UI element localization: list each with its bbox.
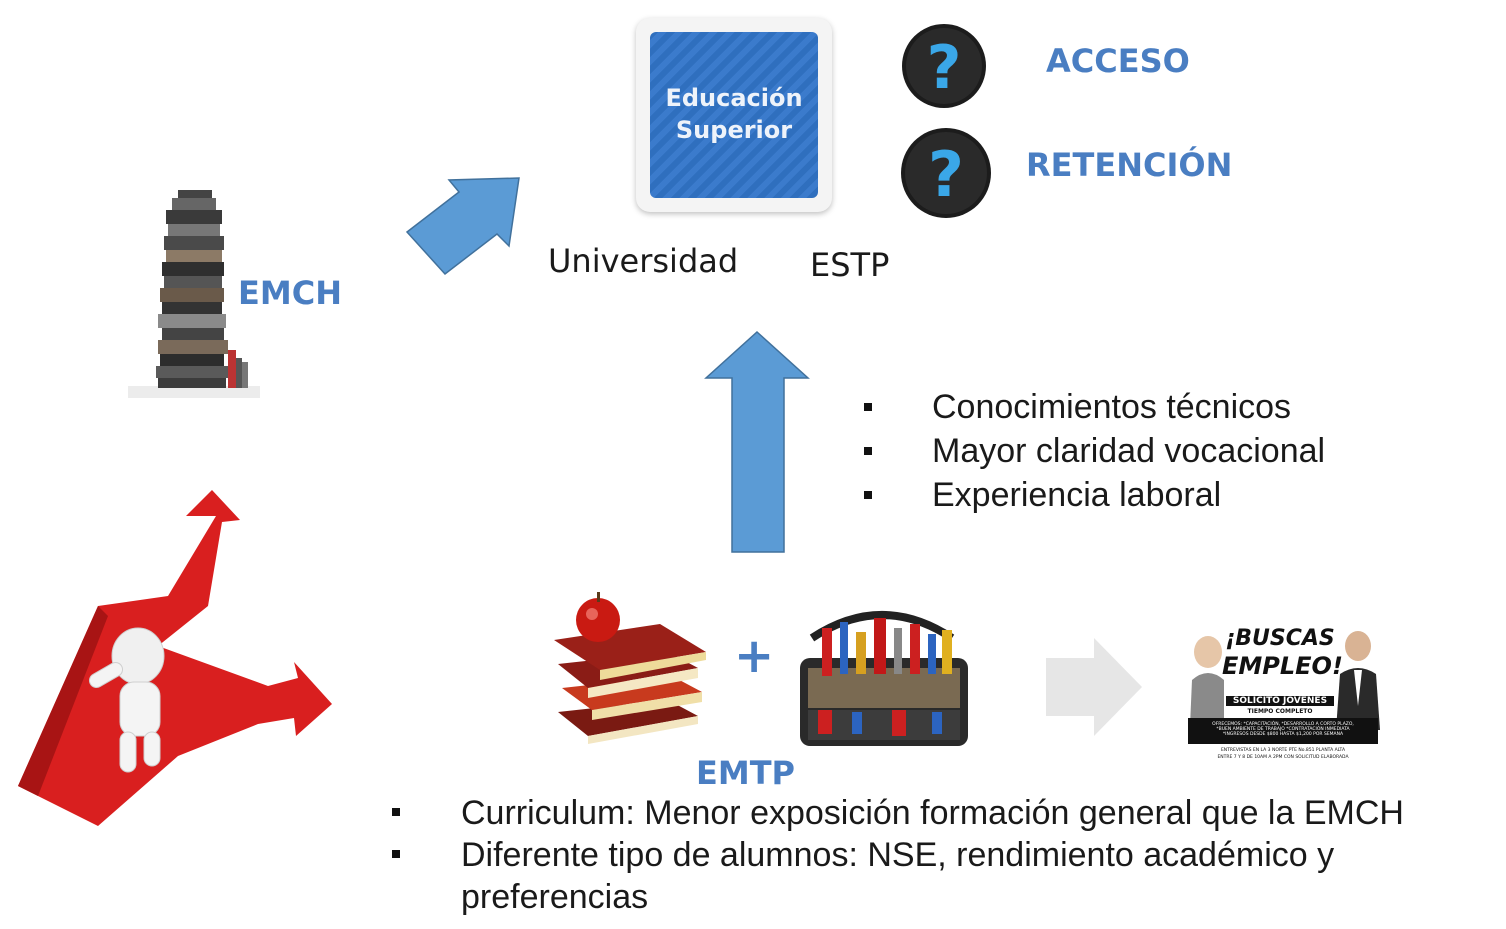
gray-arrow [1046, 638, 1142, 736]
svg-text:?: ? [927, 33, 962, 103]
question-icon: ? [901, 128, 991, 218]
bullet-text: Curriculum: Menor exposición formación g… [461, 794, 1404, 832]
bullet-square [392, 850, 400, 858]
poster-body: OFRECEMOS: *CAPACITACIÓN, *DESARROLLO A … [1212, 722, 1354, 727]
retencion-label: RETENCIÓN [1026, 146, 1233, 184]
list-item: Experiencia laboral [864, 476, 1257, 520]
benefit-text: Experiencia laboral [932, 476, 1222, 514]
educacion-superior-card: Educación Superior [636, 18, 832, 212]
books-apple-image [554, 592, 706, 744]
up-arrow [704, 330, 810, 553]
poster-footer: ENTRE 7 Y 8 DE 10AM A 2PM CON SOLICITUD … [1217, 755, 1349, 760]
poster-headline: ¡BUSCAS [1225, 626, 1335, 651]
educacion-superior-tile: Educación Superior [650, 32, 818, 198]
poster-subhead: TIEMPO COMPLETO [1247, 708, 1313, 715]
poster-body: *BUEN AMBIENTE DE TRABAJO *CONTRATACIÓN … [1216, 727, 1350, 732]
svg-text:?: ? [928, 138, 964, 211]
person-photo-icon [1190, 636, 1224, 726]
estp-label: ESTP [810, 246, 890, 284]
book-stack-image [128, 190, 260, 398]
question-icon: ? [902, 24, 986, 108]
emch-label: EMCH [238, 274, 342, 312]
poster-offer-box: OFRECEMOS: *CAPACITACIÓN, *DESARROLLO A … [1188, 718, 1378, 744]
list-item: Conocimientos técnicos [864, 388, 1291, 432]
bullet-square [864, 491, 872, 499]
edu-card-line1: Educación [665, 84, 803, 112]
poster-subhead: SOLICITO JOVENES [1226, 696, 1334, 706]
list-item: Curriculum: Menor exposición formación g… [392, 794, 1404, 836]
bottom-bullet-list: Curriculum: Menor exposición formación g… [392, 794, 1404, 920]
poster-footer: ENTREVISTAS EN LA 3 NORTE PTE No.851 PLA… [1220, 748, 1346, 753]
tool-bag-image [800, 611, 968, 746]
poster-headline: EMPLEO! [1222, 652, 1343, 680]
bullet-square [392, 808, 400, 816]
plus-sign: + [734, 628, 775, 684]
crossroads-figure-image [8, 490, 332, 840]
emtp-label: EMTP [696, 754, 795, 792]
bullet-text: Diferente tipo de alumnos: NSE, rendimie… [461, 836, 1335, 874]
list-item: Mayor claridad vocacional [864, 432, 1325, 476]
list-item-continuation: preferencias [392, 878, 1335, 920]
bullet-square [864, 403, 872, 411]
person-photo-icon [1336, 631, 1380, 730]
benefit-text: Conocimientos técnicos [932, 388, 1292, 426]
poster-body: *INGRESOS DESDE $800 HASTA $1,200 POR SE… [1222, 732, 1344, 737]
bullet-text: preferencias [461, 878, 649, 916]
diagonal-arrow [405, 177, 520, 276]
job-poster-image: ¡BUSCAS EMPLEO! SOLICITO JOVENES TIEMPO … [1186, 622, 1380, 766]
universidad-label: Universidad [548, 242, 739, 280]
bullet-square [864, 447, 872, 455]
benefits-list: Conocimientos técnicos Mayor claridad vo… [864, 388, 1325, 520]
edu-card-line2: Superior [675, 116, 793, 144]
benefit-text: Mayor claridad vocacional [932, 432, 1326, 470]
acceso-label: ACCESO [1046, 42, 1190, 80]
list-item: Diferente tipo de alumnos: NSE, rendimie… [392, 836, 1335, 878]
